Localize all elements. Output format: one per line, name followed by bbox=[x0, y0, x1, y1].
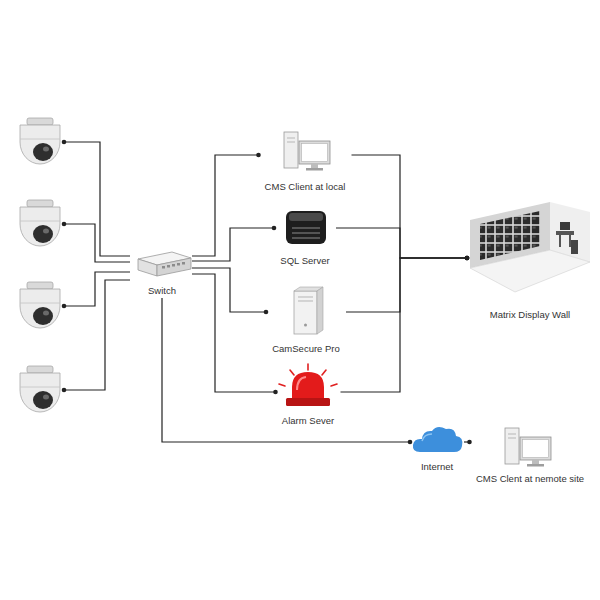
illustration-part bbox=[298, 301, 313, 302]
illustration-part bbox=[297, 377, 306, 390]
connector-dot bbox=[273, 390, 278, 395]
switch-icon bbox=[138, 252, 191, 276]
illustration-part bbox=[284, 132, 330, 171]
illustration-part bbox=[569, 235, 571, 247]
illustration-part bbox=[20, 200, 60, 246]
server-tower-icon bbox=[294, 287, 323, 334]
connector-line bbox=[162, 298, 410, 442]
connector-line bbox=[192, 155, 259, 256]
illustration-part bbox=[167, 265, 170, 268]
illustration-part bbox=[289, 213, 323, 221]
illustration-part bbox=[64, 224, 130, 262]
illustration-part bbox=[556, 231, 574, 235]
illustration-part bbox=[62, 140, 67, 145]
illustration-part bbox=[286, 398, 330, 406]
illustration-part bbox=[292, 372, 324, 399]
alarm-node: Alarm Sever bbox=[276, 362, 341, 428]
cloud-node: Internet bbox=[410, 424, 464, 474]
illustration-part bbox=[138, 259, 157, 276]
illustration-part bbox=[20, 282, 60, 328]
connector-dot bbox=[264, 310, 269, 315]
connector-line bbox=[341, 258, 468, 392]
connector-dot bbox=[272, 226, 277, 231]
illustration-part bbox=[422, 434, 432, 441]
illustration-part bbox=[298, 297, 313, 298]
illustration-part bbox=[292, 233, 320, 234]
illustration-part bbox=[64, 142, 130, 256]
illustration-part bbox=[162, 262, 185, 269]
illustration-part bbox=[317, 287, 323, 334]
connector-dot bbox=[465, 256, 470, 261]
node-label: CMS Clent at nemote site bbox=[474, 473, 586, 485]
illustration-part bbox=[157, 258, 191, 276]
alarm-beacon-icon bbox=[279, 364, 337, 406]
illustration-part bbox=[162, 266, 165, 269]
node-label: Matrix Display Wall bbox=[488, 309, 572, 321]
illustration-part bbox=[62, 304, 67, 309]
illustration-part bbox=[62, 388, 67, 393]
connector-dot bbox=[465, 256, 470, 261]
pc-icon bbox=[505, 428, 551, 467]
illustration-part bbox=[571, 240, 578, 254]
illustration-part bbox=[172, 264, 175, 267]
illustration-part bbox=[290, 370, 294, 375]
cloud-icon bbox=[413, 427, 463, 452]
connector-dot bbox=[467, 440, 472, 445]
illustration-part bbox=[292, 228, 320, 229]
illustration-part bbox=[294, 291, 317, 334]
client-node: CMS Clent at nemote site bbox=[470, 426, 591, 486]
illustration-part bbox=[292, 238, 320, 239]
node-label: CMS Client at local bbox=[263, 181, 348, 193]
cable-dot bbox=[62, 140, 67, 393]
illustration-part bbox=[307, 364, 309, 370]
client-node: CMS Client at local bbox=[259, 128, 352, 194]
illustration-part bbox=[304, 324, 307, 327]
connector-line bbox=[352, 155, 468, 258]
pc-icon bbox=[284, 132, 330, 171]
illustration-part bbox=[331, 384, 337, 386]
illustration-part bbox=[177, 263, 180, 266]
sql-server-icon bbox=[286, 211, 326, 244]
node-label: Alarm Sever bbox=[280, 415, 336, 427]
connector-dot bbox=[256, 153, 261, 158]
illustration-part bbox=[20, 118, 60, 164]
connector-line bbox=[192, 228, 274, 261]
connector-dot bbox=[465, 256, 470, 261]
camera-cable bbox=[64, 142, 130, 390]
illustration-part bbox=[20, 366, 60, 412]
connector-line bbox=[336, 228, 467, 258]
connector-line bbox=[192, 274, 276, 392]
illustration-part bbox=[322, 370, 326, 375]
illustration-part bbox=[559, 235, 561, 247]
illustration-part bbox=[64, 280, 130, 390]
illustration-part bbox=[64, 272, 130, 306]
connector-dot bbox=[408, 440, 413, 445]
illustration-part bbox=[182, 262, 185, 265]
illustration-part bbox=[560, 222, 570, 230]
server-node: SQL Server bbox=[274, 208, 336, 268]
node-label: SQL Server bbox=[278, 255, 331, 267]
illustration-part bbox=[505, 428, 551, 467]
connector-dot bbox=[465, 256, 470, 261]
server-node: CamSecure Pro bbox=[266, 286, 346, 356]
illustration-part bbox=[413, 427, 463, 452]
illustration-part bbox=[286, 211, 326, 244]
illustration-part bbox=[279, 384, 285, 386]
display-wall-room bbox=[470, 202, 590, 292]
switch-node: Switch bbox=[132, 250, 192, 298]
node-label: Switch bbox=[146, 285, 178, 297]
illustration-part bbox=[62, 222, 67, 227]
connector-line bbox=[346, 258, 467, 312]
illustration-part bbox=[480, 211, 540, 260]
node-label: Internet bbox=[419, 461, 455, 473]
camera-dome bbox=[20, 118, 60, 412]
node-label: CamSecure Pro bbox=[270, 343, 342, 355]
display-node: Matrix Display Wall bbox=[467, 200, 593, 322]
